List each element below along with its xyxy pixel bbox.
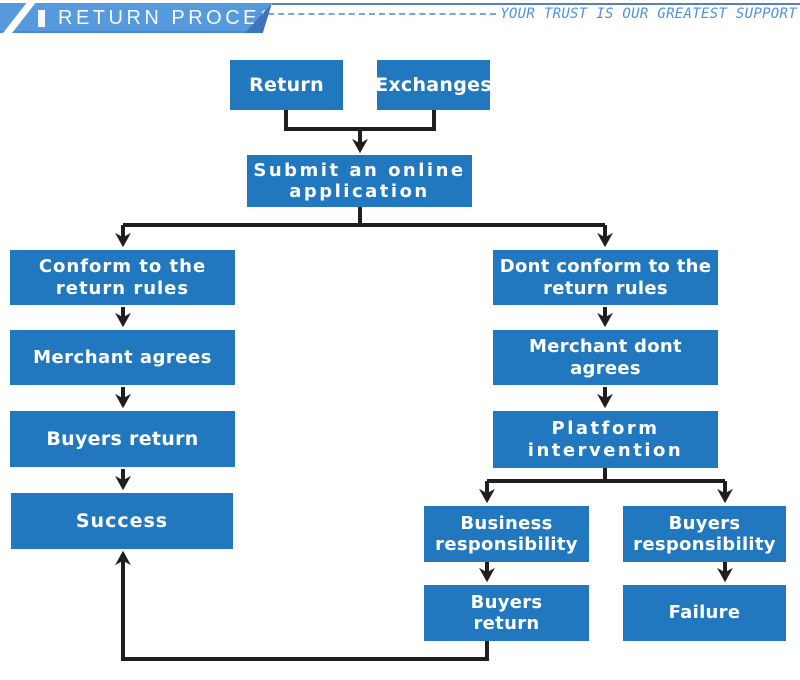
flow-node-merchant-agrees: Merchant agrees bbox=[10, 330, 235, 385]
title-bar-icon bbox=[38, 9, 45, 27]
flow-node-buyers-return-2: Buyers return bbox=[424, 585, 589, 641]
flow-node-platform-intervention: Platform intervention bbox=[493, 411, 718, 468]
flow-node-buyers-return: Buyers return bbox=[10, 411, 235, 467]
flow-node-failure: Failure bbox=[623, 585, 786, 641]
flow-node-business-responsibility: Business responsibility bbox=[424, 506, 589, 562]
page-title: RETURN PROCESS bbox=[58, 6, 294, 29]
header-banner: RETURN PROCESS bbox=[0, 3, 272, 33]
flow-node-success: Success bbox=[11, 493, 233, 549]
edge-merge-return-exchanges bbox=[284, 110, 436, 131]
flow-node-conform-rules: Conform to the return rules bbox=[10, 250, 235, 305]
flow-node-submit-application: Submit an online application bbox=[247, 155, 472, 207]
flow-node-merchant-dont-agrees: Merchant dont agrees bbox=[493, 330, 718, 385]
flow-node-return: Return bbox=[230, 60, 343, 110]
header: RETURN PROCESS YOUR TRUST IS OUR GREATES… bbox=[0, 0, 800, 40]
header-dashed-line bbox=[258, 13, 496, 15]
banner-slash-decoration bbox=[0, 3, 39, 33]
flow-node-dont-conform-rules: Dont conform to the return rules bbox=[493, 250, 718, 305]
flow-node-buyers-responsibility: Buyers responsibility bbox=[623, 506, 786, 562]
header-slogan: YOUR TRUST IS OUR GREATEST SUPPORT bbox=[500, 6, 797, 22]
flow-node-exchanges: Exchanges bbox=[375, 60, 492, 110]
header-top-line bbox=[272, 3, 800, 5]
